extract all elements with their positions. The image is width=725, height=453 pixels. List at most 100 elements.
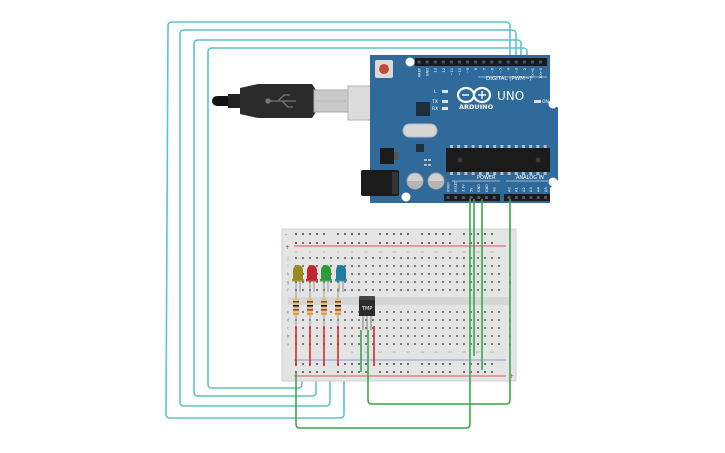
digital-pin-hole[interactable]: [474, 60, 478, 64]
terminal-hole[interactable]: [407, 257, 409, 259]
terminal-hole[interactable]: [351, 273, 353, 275]
terminal-hole[interactable]: [470, 343, 472, 345]
led-blue[interactable]: [335, 265, 347, 292]
rail-hole[interactable]: [491, 363, 493, 365]
rail-hole[interactable]: [323, 233, 325, 235]
terminal-hole[interactable]: [421, 281, 423, 283]
terminal-hole[interactable]: [449, 281, 451, 283]
digital-pin-hole[interactable]: [425, 60, 429, 64]
terminal-hole[interactable]: [435, 327, 437, 329]
analog-header[interactable]: [504, 194, 550, 201]
terminal-hole[interactable]: [456, 343, 458, 345]
terminal-hole[interactable]: [302, 281, 304, 283]
teal-wires[interactable]: [165, 21, 528, 419]
rail-hole[interactable]: [351, 371, 353, 373]
analog-pin-hole[interactable]: [536, 196, 540, 199]
terminal-hole[interactable]: [344, 319, 346, 321]
digital-pin-hole[interactable]: [514, 60, 518, 64]
terminal-hole[interactable]: [302, 335, 304, 337]
terminal-hole[interactable]: [393, 281, 395, 283]
terminal-hole[interactable]: [498, 327, 500, 329]
terminal-hole[interactable]: [463, 273, 465, 275]
terminal-hole[interactable]: [477, 319, 479, 321]
terminal-hole[interactable]: [344, 257, 346, 259]
terminal-hole[interactable]: [393, 327, 395, 329]
terminal-hole[interactable]: [484, 319, 486, 321]
terminal-hole[interactable]: [491, 265, 493, 267]
terminal-hole[interactable]: [428, 281, 430, 283]
wire-teal-3[interactable]: [193, 39, 522, 397]
rail-hole[interactable]: [435, 371, 437, 373]
power-pin-hole[interactable]: [492, 196, 496, 199]
terminal-hole[interactable]: [421, 311, 423, 313]
terminal-hole[interactable]: [358, 265, 360, 267]
rail-hole[interactable]: [365, 242, 367, 244]
terminal-hole[interactable]: [414, 273, 416, 275]
terminal-hole[interactable]: [484, 265, 486, 267]
rail-hole[interactable]: [344, 233, 346, 235]
terminal-hole[interactable]: [421, 289, 423, 291]
rail-hole[interactable]: [365, 371, 367, 373]
terminal-hole[interactable]: [365, 281, 367, 283]
terminal-hole[interactable]: [442, 335, 444, 337]
breadboard[interactable]: 1133557799111113131515171719192121232325…: [281, 228, 517, 382]
rail-hole[interactable]: [309, 371, 311, 373]
rail-hole[interactable]: [344, 242, 346, 244]
terminal-hole[interactable]: [400, 335, 402, 337]
rail-hole[interactable]: [316, 371, 318, 373]
terminal-hole[interactable]: [372, 265, 374, 267]
terminal-hole[interactable]: [393, 343, 395, 345]
terminal-hole[interactable]: [386, 319, 388, 321]
terminal-hole[interactable]: [386, 281, 388, 283]
rail-hole[interactable]: [302, 242, 304, 244]
power-pin-hole[interactable]: [485, 196, 488, 199]
terminal-hole[interactable]: [393, 257, 395, 259]
terminal-hole[interactable]: [414, 335, 416, 337]
terminal-hole[interactable]: [358, 319, 360, 321]
terminal-hole[interactable]: [491, 281, 493, 283]
terminal-hole[interactable]: [428, 343, 430, 345]
terminal-hole[interactable]: [414, 319, 416, 321]
terminal-hole[interactable]: [379, 273, 381, 275]
resistor-4[interactable]: [335, 288, 341, 326]
terminal-hole[interactable]: [351, 327, 353, 329]
wire-teal-4[interactable]: [207, 47, 528, 389]
rail-hole[interactable]: [302, 371, 304, 373]
red-wires[interactable]: [295, 326, 375, 366]
terminal-hole[interactable]: [491, 289, 493, 291]
terminal-hole[interactable]: [302, 265, 304, 267]
terminal-hole[interactable]: [463, 343, 465, 345]
digital-pin-hole[interactable]: [498, 60, 502, 64]
terminal-hole[interactable]: [470, 319, 472, 321]
terminal-hole[interactable]: [400, 289, 402, 291]
rail-hole[interactable]: [358, 233, 360, 235]
terminal-hole[interactable]: [470, 281, 472, 283]
terminal-hole[interactable]: [400, 343, 402, 345]
terminal-hole[interactable]: [442, 289, 444, 291]
rail-hole[interactable]: [400, 233, 402, 235]
rail-hole[interactable]: [393, 371, 395, 373]
terminal-hole[interactable]: [477, 343, 479, 345]
terminal-hole[interactable]: [491, 327, 493, 329]
terminal-hole[interactable]: [344, 311, 346, 313]
terminal-hole[interactable]: [393, 273, 395, 275]
digital-pin-hole[interactable]: [433, 60, 437, 64]
rail-hole[interactable]: [477, 233, 479, 235]
terminal-hole[interactable]: [400, 327, 402, 329]
terminal-hole[interactable]: [449, 289, 451, 291]
resistors[interactable]: [293, 288, 341, 326]
rail-hole[interactable]: [358, 371, 360, 373]
terminal-hole[interactable]: [421, 265, 423, 267]
terminal-hole[interactable]: [491, 343, 493, 345]
rail-hole[interactable]: [393, 363, 395, 365]
rail-hole[interactable]: [379, 363, 381, 365]
terminal-hole[interactable]: [386, 257, 388, 259]
terminal-hole[interactable]: [351, 289, 353, 291]
rail-hole[interactable]: [316, 233, 318, 235]
terminal-hole[interactable]: [449, 327, 451, 329]
rail-hole[interactable]: [470, 233, 472, 235]
terminal-hole[interactable]: [428, 327, 430, 329]
resistor-3[interactable]: [321, 288, 327, 326]
terminal-hole[interactable]: [435, 343, 437, 345]
